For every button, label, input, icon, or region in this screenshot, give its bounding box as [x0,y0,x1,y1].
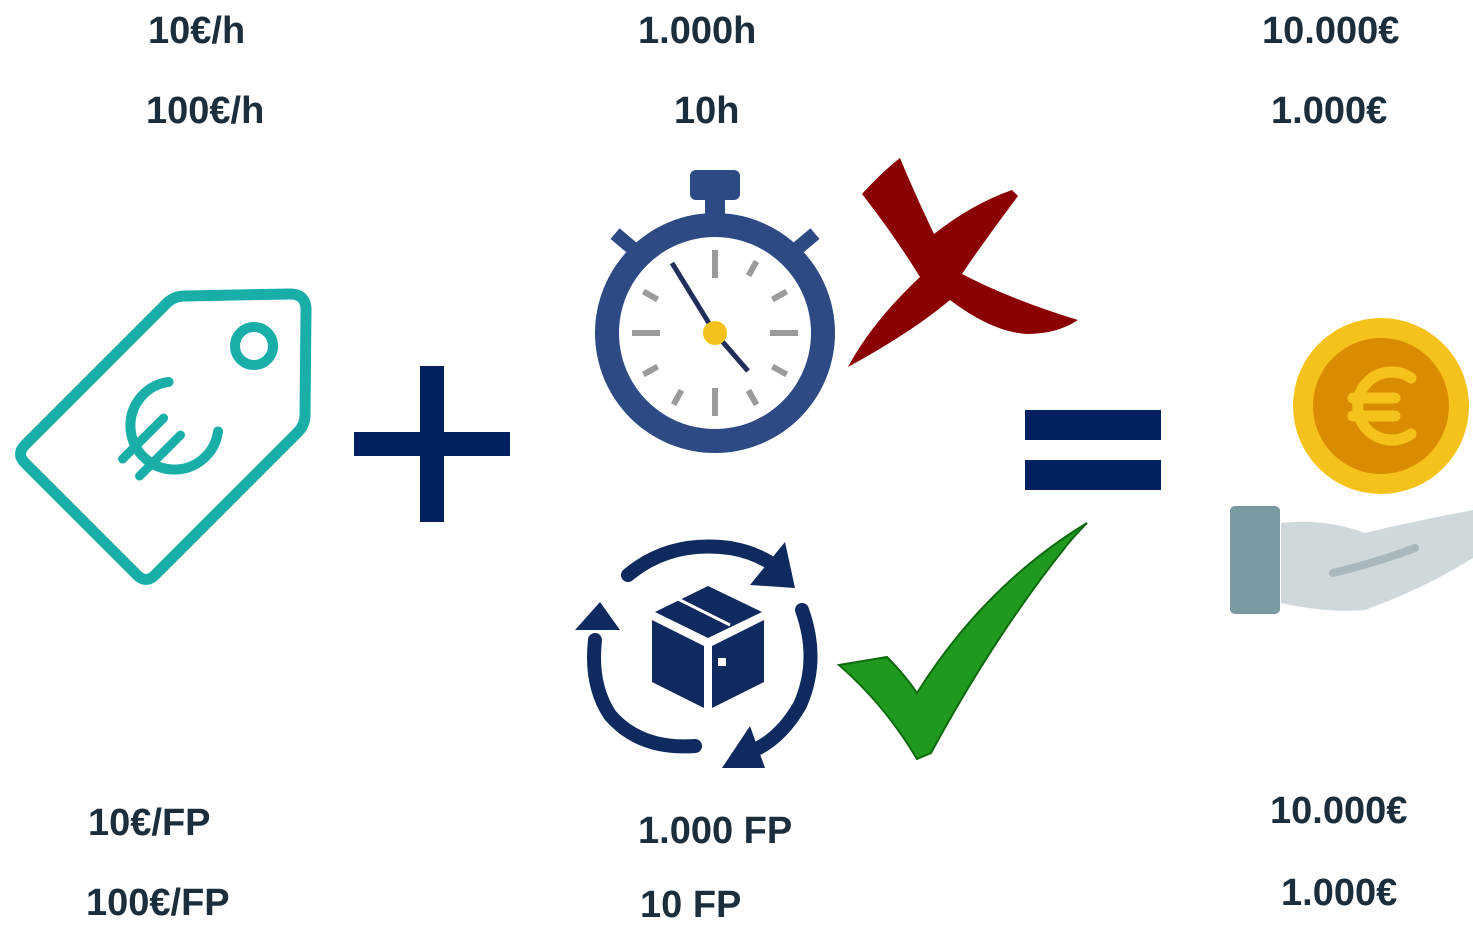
bottom-rate-b: 100€/FP [86,882,230,924]
green-check-icon [836,522,1088,761]
equals-icon [1025,410,1161,490]
bottom-total-b: 1.000€ [1281,872,1398,914]
package-cycle-icon [575,539,818,768]
top-rate-b: 100€/h [146,90,265,132]
plus-icon [354,366,510,522]
red-cross-icon [848,158,1078,367]
bottom-points-b: 10 FP [640,884,742,926]
top-hours-a: 1.000h [638,10,757,52]
top-total-a: 10.000€ [1262,10,1400,52]
bottom-total-a: 10.000€ [1270,790,1408,832]
hand-coin-icon [1230,318,1473,614]
top-hours-b: 10h [674,90,740,132]
bottom-points-a: 1.000 FP [638,810,793,852]
stopwatch-icon [595,170,835,453]
top-total-b: 1.000€ [1271,90,1388,132]
bottom-rate-a: 10€/FP [88,802,211,844]
top-rate-a: 10€/h [148,10,246,52]
euro-price-tag-icon [15,288,312,585]
